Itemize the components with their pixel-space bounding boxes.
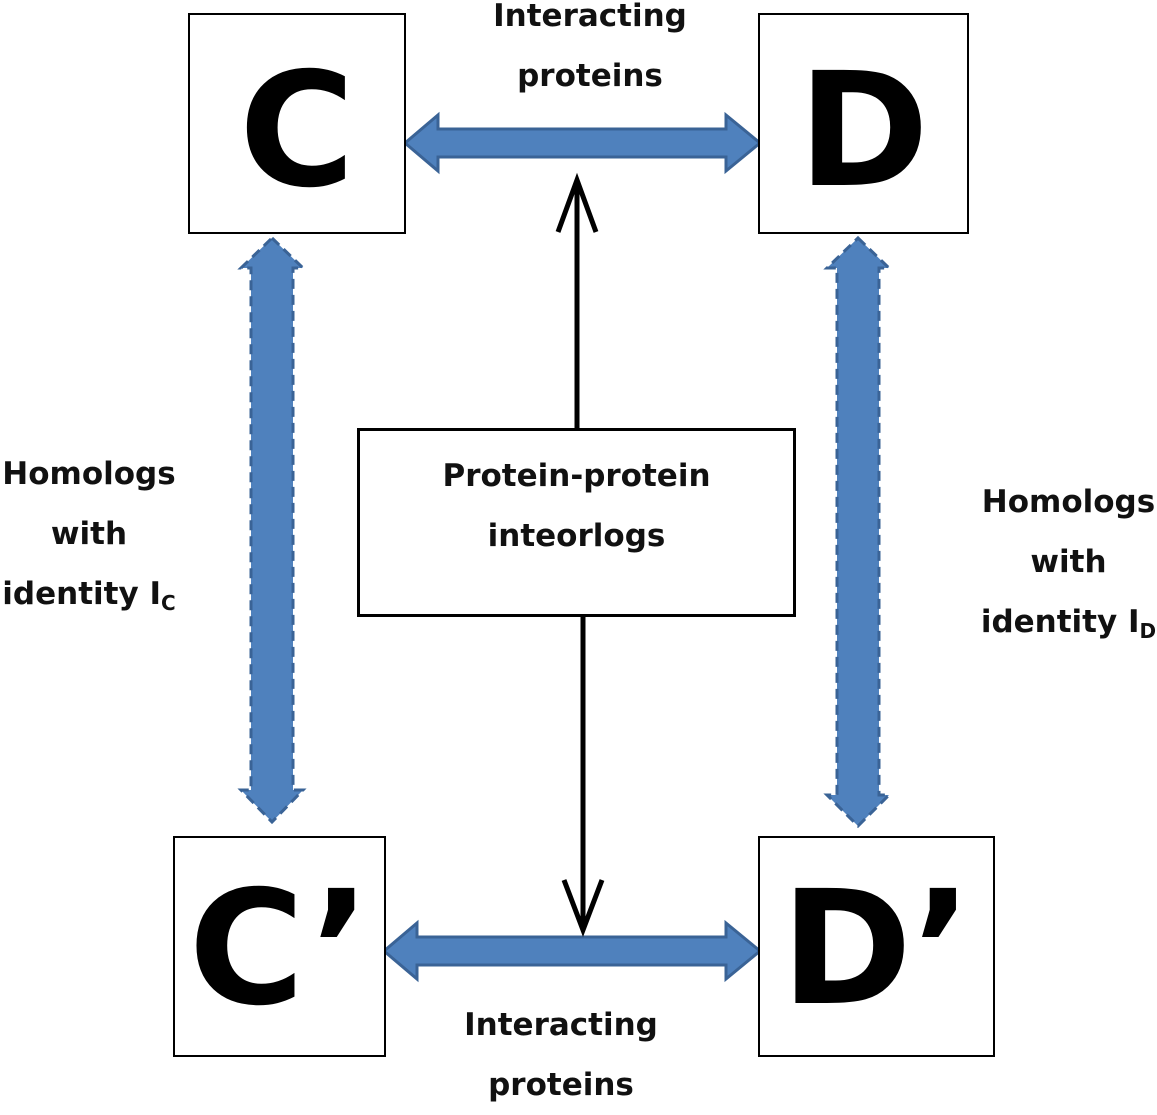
center-box [357, 428, 796, 617]
bottom-label-line2: proteins [488, 1067, 634, 1103]
top-interaction-label: Interacting proteins [440, 0, 740, 106]
top-label-line2: proteins [517, 58, 663, 94]
right-label-line1: Homologs [981, 484, 1156, 520]
node-d-box [758, 13, 969, 234]
left-label-line2: with [50, 516, 128, 552]
bottom-label-line1: Interacting [464, 1007, 658, 1043]
left-label-line1: Homologs [2, 456, 176, 492]
node-c-prime-box [173, 836, 386, 1057]
left-label-subscript: C [161, 591, 176, 615]
right-label-subscript: D [1139, 619, 1157, 643]
left-homolog-label: Homologs with identity IC [0, 444, 178, 624]
right-label-line3: identity ID [980, 604, 1157, 643]
right-homolog-arrow [823, 235, 893, 829]
top-label-line1: Interacting [493, 0, 687, 34]
node-c-prime-label: C’ [188, 857, 371, 1041]
top-double-arrow [402, 111, 763, 175]
right-label-line2: with [1030, 544, 1107, 580]
left-label-line3: identity IC [2, 576, 176, 615]
node-d-prime-label: D’ [780, 857, 973, 1041]
center-box-line1: Protein-protein [442, 458, 711, 494]
left-homolog-arrow [237, 235, 307, 825]
bottom-double-arrow [381, 919, 763, 983]
node-d-label: D [797, 39, 930, 223]
center-box-text: Protein-protein inteorlogs [357, 446, 796, 566]
center-box-line2: inteorlogs [487, 518, 666, 554]
node-c-box [188, 13, 406, 234]
right-homolog-label: Homologs with identity ID [980, 472, 1157, 652]
center-up-arrowhead [555, 172, 599, 233]
center-down-arrowhead [561, 879, 605, 938]
node-c-label: C [239, 39, 355, 223]
node-d-prime-box [758, 836, 995, 1057]
bottom-interaction-label: Interacting proteins [411, 995, 711, 1115]
